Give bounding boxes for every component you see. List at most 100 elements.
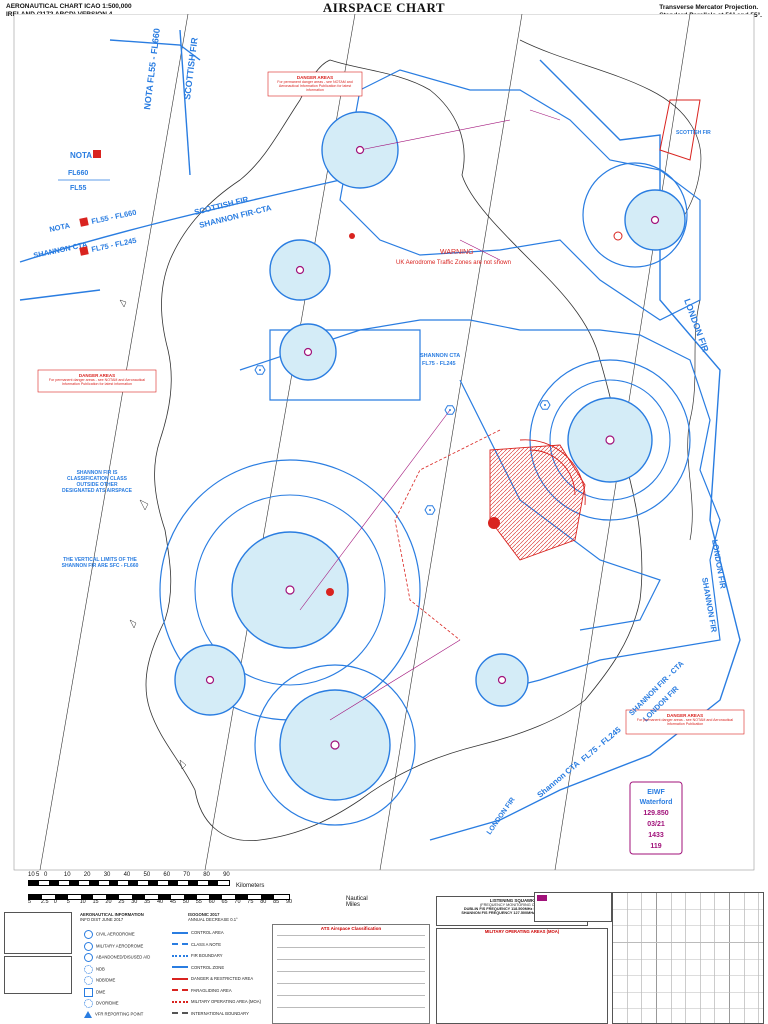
airway-line <box>459 239 501 261</box>
wales-coastline <box>687 299 701 541</box>
airspace-map: NOTA FL55 - FL660 SCOTTISH FIR NOTA FL66… <box>13 14 755 871</box>
classification-title: ATS Airspace Classification <box>320 926 382 931</box>
isogonic-change: ANNUAL DECREASE 0.1° <box>188 917 238 922</box>
aerodrome-icao: EIWF <box>647 789 665 796</box>
nm-tick-label: 85 <box>273 899 280 905</box>
nm-tick-label: 60 <box>208 899 215 905</box>
scotland-coastline <box>519 39 702 241</box>
danger-note-text: For permanent danger areas - see NOTAM a… <box>277 80 353 93</box>
nm-tick-label: 5 <box>28 899 32 905</box>
listening-line-1: (FREQUENCY MONITORING CODE) <box>480 903 544 907</box>
square-icon <box>84 987 93 997</box>
airport-symbol[interactable] <box>605 435 615 445</box>
symbol-legend-label: MILITARY AERODROME <box>96 943 144 949</box>
danger-area-point <box>613 231 623 241</box>
danger-note-box <box>37 369 157 393</box>
symbol-legend-label: NDB <box>96 966 105 972</box>
line-legend-item: CLASS A NOTE <box>172 942 221 947</box>
nm-tick-label: 10 <box>79 899 86 905</box>
islands <box>119 299 187 770</box>
symbol-legend-label: DME <box>96 989 106 995</box>
triangle-icon <box>84 1010 92 1018</box>
airspace-classification-panel: ATS Airspace Classification <box>272 924 430 1024</box>
airport-symbol[interactable] <box>285 585 295 595</box>
nota-range-label: NOTA <box>49 221 72 234</box>
line-swatch-icon <box>172 977 188 980</box>
airway-line <box>529 109 561 121</box>
airport-symbol[interactable] <box>497 675 507 685</box>
line-legend-label: MILITARY OPERATING AREA (MOA) <box>191 999 261 1004</box>
line-swatch-icon <box>172 954 188 957</box>
km-tick-label: 50 <box>143 872 151 878</box>
line-swatch-icon <box>172 943 188 946</box>
nm-scale-bar <box>28 894 290 900</box>
line-legend-item: PARAGLIDING AREA <box>172 988 232 993</box>
nm-tick-label: 25 <box>118 899 125 905</box>
moa-title: MILITARY OPERATING AREAS (MOA) <box>484 929 560 934</box>
nm-label: Nautical Miles <box>346 896 368 908</box>
aerodrome-elevation: 119 <box>650 843 661 850</box>
cta-northeast <box>339 69 701 321</box>
km-tick-label: 90 <box>223 872 230 878</box>
km-tick-label: 80 <box>203 872 210 878</box>
vor-symbol[interactable] <box>254 365 266 375</box>
cork-tma-ring <box>254 664 416 826</box>
symbol-legend-label: CIVIL AERODROME <box>96 931 135 937</box>
symbol-legend-label: VFR REPORTING POINT <box>95 1011 144 1017</box>
navaids <box>205 145 660 750</box>
airport-symbol[interactable] <box>650 215 660 225</box>
airport-symbol[interactable] <box>330 740 340 750</box>
meridian-line <box>39 14 189 871</box>
moa-boundary <box>394 429 501 641</box>
line-swatch-icon <box>172 989 188 992</box>
km-tick-label: 5 <box>36 872 40 878</box>
cta-box-west <box>269 329 421 401</box>
ndb-icon <box>84 976 93 985</box>
vor-symbol[interactable] <box>444 405 456 415</box>
table-rule <box>277 1007 425 1008</box>
airway-line <box>359 119 511 151</box>
info-box <box>4 912 72 954</box>
nm-tick-label: 5 <box>66 899 70 905</box>
table-rule <box>277 971 425 972</box>
km-tick-label: 60 <box>163 872 171 878</box>
symbol-legend-item: CIVIL AERODROME <box>84 930 135 939</box>
line-legend-item: FIR BOUNDARY <box>172 953 223 958</box>
airways <box>299 109 561 721</box>
danger-note-title: DANGER AREAS <box>79 373 115 378</box>
fir-boundary-segment <box>19 179 341 263</box>
symbol-legend-item: MILITARY AERODROME <box>84 941 144 951</box>
symbol-legend-label: DVOR/DME <box>96 1000 119 1006</box>
shannon-tma-ring <box>194 494 386 686</box>
belfast-tma-ring <box>582 162 688 268</box>
danger-note-box <box>267 71 363 97</box>
line-swatch-icon <box>172 966 188 969</box>
meridian-line <box>379 14 523 871</box>
fl55-label: FL55 <box>70 185 86 192</box>
symbol-legend-item: VFR REPORTING POINT <box>84 1010 144 1018</box>
airport-symbol[interactable] <box>295 265 305 275</box>
listening-line-2: DUBLIN FIS FREQUENCY 118.500MHz SQUAWK 0… <box>463 907 561 911</box>
restricted-arc <box>529 449 576 496</box>
table-grid <box>613 893 763 1023</box>
moa-table: MILITARY OPERATING AREAS (MOA) <box>436 928 608 1024</box>
aerodrome-runway: 03/21 <box>647 821 665 828</box>
nm-tick-label: 65 <box>221 899 228 905</box>
warning-title: WARNING <box>440 249 474 256</box>
airport-symbol[interactable] <box>205 675 215 685</box>
isogonic-label: ISOGONIC 2017 <box>188 912 220 917</box>
circle-icon <box>84 953 93 962</box>
moa-swatch <box>537 895 547 901</box>
classification-note: SHANNON FIR IS CLASSIFICATION CLASS OUTS… <box>62 470 132 494</box>
hex-icon <box>84 999 93 1008</box>
circle-icon <box>84 930 93 939</box>
km-scale-bar <box>28 880 230 886</box>
airport-symbol[interactable] <box>303 347 313 357</box>
shannon-cta-mid-label: SHANNON CTA <box>420 353 460 359</box>
nm-tick-label: 15 <box>92 899 99 905</box>
vor-symbol[interactable] <box>539 400 551 410</box>
vor-symbol[interactable] <box>424 505 436 515</box>
airway-line <box>299 409 451 611</box>
airport-symbol[interactable] <box>355 145 365 155</box>
